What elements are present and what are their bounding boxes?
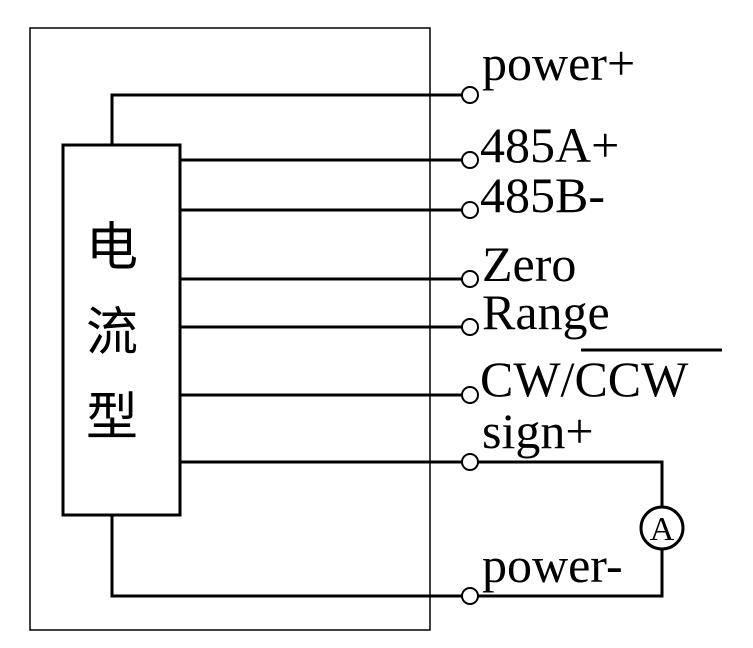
- module-block: [61, 143, 182, 517]
- label-range: Range: [482, 284, 610, 340]
- terminal-power-plus: [461, 86, 479, 104]
- meter-loop-bottom: [478, 549, 664, 598]
- terminal-485b: [461, 201, 479, 219]
- module-char-2: 流: [86, 303, 138, 363]
- label-ccw: CCW: [574, 351, 689, 407]
- ammeter: [639, 505, 685, 551]
- label-zero: Zero: [482, 236, 576, 292]
- terminal-485a: [461, 151, 479, 169]
- label-power-plus: power+: [482, 35, 635, 91]
- module-char-1: 电: [86, 218, 138, 278]
- terminal-power-minus: [461, 587, 479, 605]
- module-char-3: 型: [86, 388, 138, 448]
- label-cw-ccw: CW/CCW: [480, 351, 689, 407]
- label-485b: 485B-: [480, 167, 605, 223]
- terminal-range: [461, 318, 479, 336]
- label-485a: 485A+: [480, 117, 619, 173]
- ammeter-label: A: [650, 511, 675, 548]
- label-power-minus: power-: [482, 537, 623, 593]
- label-sign-plus: sign+: [482, 403, 594, 459]
- terminal-sign-plus: [461, 453, 479, 471]
- outer-housing: [29, 27, 431, 631]
- power-minus-wire: [110, 515, 462, 598]
- label-cw: CW/: [480, 351, 575, 407]
- terminal-cw-ccw: [461, 386, 479, 404]
- terminal-zero: [461, 270, 479, 288]
- power-plus-wire: [110, 93, 462, 145]
- meter-loop-top: [478, 460, 664, 507]
